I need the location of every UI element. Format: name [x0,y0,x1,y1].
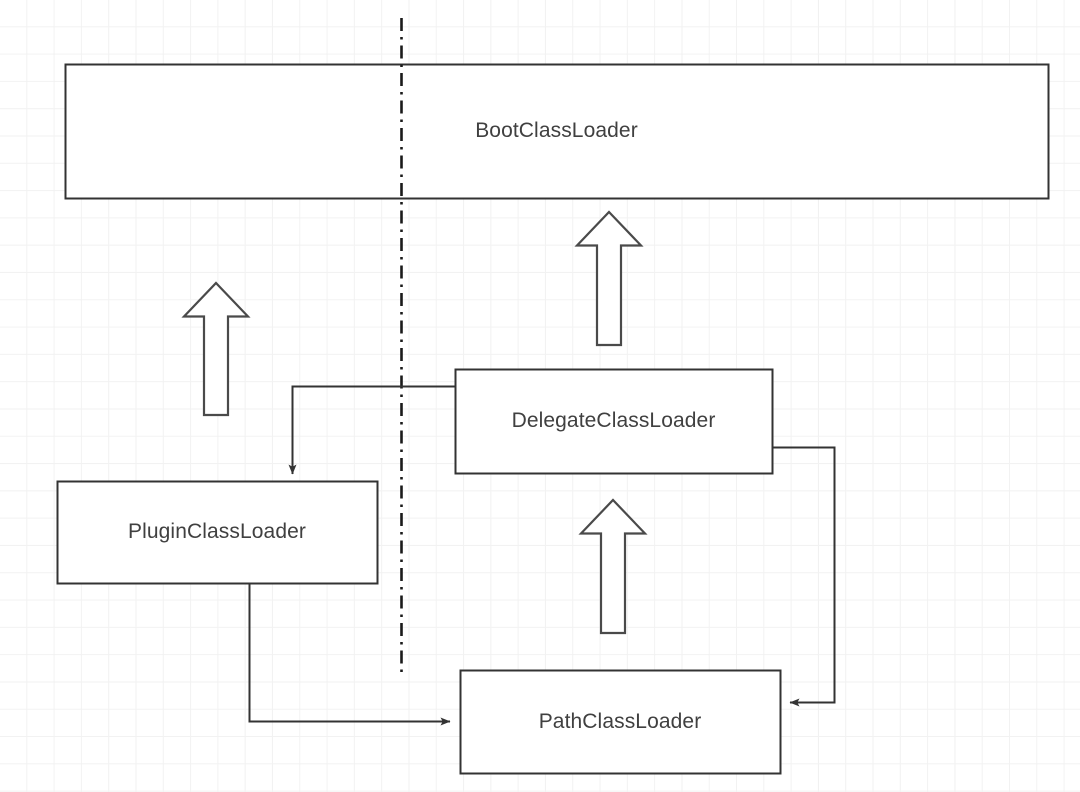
connector-delegate-to-plugin [288,385,455,475]
block-arrow-delegate-to-boot [574,210,644,347]
node-boot-class-loader[interactable] [64,63,1050,200]
block-arrow-plugin-to-boot [181,281,251,417]
node-delegate-class-loader[interactable] [454,368,774,475]
node-path-class-loader[interactable] [459,669,782,775]
node-plugin-class-loader[interactable] [56,480,379,585]
block-arrow-path-to-delegate [578,498,648,635]
connector-plugin-to-path [248,583,451,726]
connector-delegate-to-path [772,446,836,707]
